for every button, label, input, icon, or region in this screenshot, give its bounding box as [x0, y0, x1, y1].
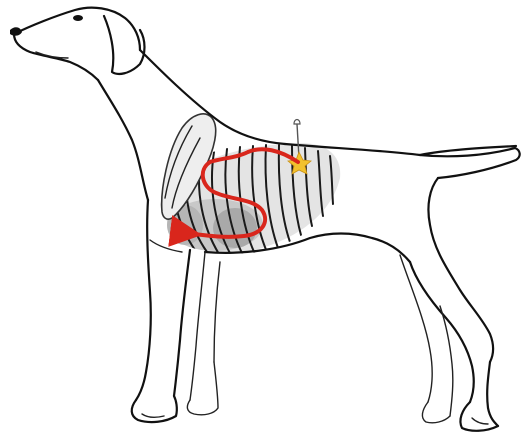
figure-canvas	[0, 0, 525, 442]
dog-illustration	[0, 0, 525, 442]
